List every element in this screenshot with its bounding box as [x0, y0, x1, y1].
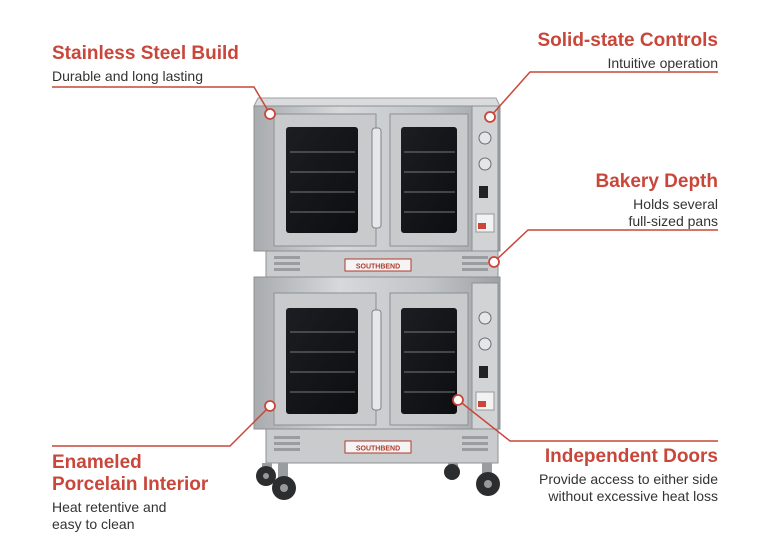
- callout-doors: Independent Doors Provide access to eith…: [539, 446, 718, 505]
- lower-door-handle: [371, 309, 382, 411]
- enameled-title-1: Enameled: [52, 452, 142, 473]
- stainless-marker: [264, 108, 276, 120]
- controls-marker: [484, 111, 496, 123]
- doors-leader: [457, 399, 718, 442]
- stainless-desc: Durable and long lasting: [52, 68, 203, 84]
- stainless-leader: [52, 86, 271, 115]
- doors-marker: [452, 394, 464, 406]
- enameled-desc-1: Heat retentive and: [52, 499, 167, 515]
- callout-enameled: Enameled Porcelain Interior Heat retenti…: [52, 452, 208, 533]
- lower-vents: [274, 436, 488, 451]
- doors-title: Independent Doors: [544, 446, 718, 467]
- upper-racks: [290, 151, 455, 213]
- controls-title: Solid-state Controls: [537, 30, 718, 51]
- upper-brand-plate: [344, 258, 412, 272]
- enameled-leader: [52, 405, 271, 447]
- bakery-title: Bakery Depth: [595, 171, 719, 192]
- controls-desc: Intuitive operation: [607, 55, 718, 71]
- bakery-marker: [488, 256, 500, 268]
- enameled-desc-2: easy to clean: [52, 516, 135, 532]
- upper-switch: [479, 186, 488, 198]
- upper-left-window: [286, 127, 358, 233]
- callout-bakery: Bakery Depth Holds several full-sized pa…: [596, 171, 719, 230]
- lower-knob-1: [478, 311, 492, 325]
- callout-stainless: Stainless Steel Build Durable and long l…: [52, 43, 239, 85]
- callout-controls: Solid-state Controls Intuitive operation: [537, 30, 718, 72]
- lower-brand-plate: [344, 440, 412, 454]
- upper-right-window: [401, 127, 457, 233]
- lower-knob-2: [478, 337, 492, 351]
- lower-switch: [479, 366, 488, 378]
- enameled-marker: [264, 400, 276, 412]
- bakery-desc-2: full-sized pans: [628, 213, 719, 229]
- lower-right-window: [401, 308, 457, 414]
- enameled-title-2: Porcelain Interior: [52, 474, 209, 495]
- upper-brand-text: SOUTHBEND: [356, 264, 400, 271]
- lower-brand-text: SOUTHBEND: [356, 446, 400, 453]
- controls-leader: [489, 71, 718, 118]
- bakery-leader: [493, 229, 718, 263]
- upper-door-handle: [371, 127, 382, 229]
- lower-left-window: [286, 308, 358, 414]
- upper-vents: [274, 256, 488, 271]
- lower-racks: [290, 331, 455, 393]
- casters: [256, 463, 500, 500]
- doors-desc-1: Provide access to either side: [539, 471, 718, 487]
- stainless-title: Stainless Steel Build: [52, 43, 239, 64]
- doors-desc-2: without excessive heat loss: [548, 488, 718, 504]
- upper-knob-1: [478, 131, 492, 145]
- upper-knob-2: [478, 157, 492, 171]
- bakery-desc-1: Holds several: [633, 196, 718, 212]
